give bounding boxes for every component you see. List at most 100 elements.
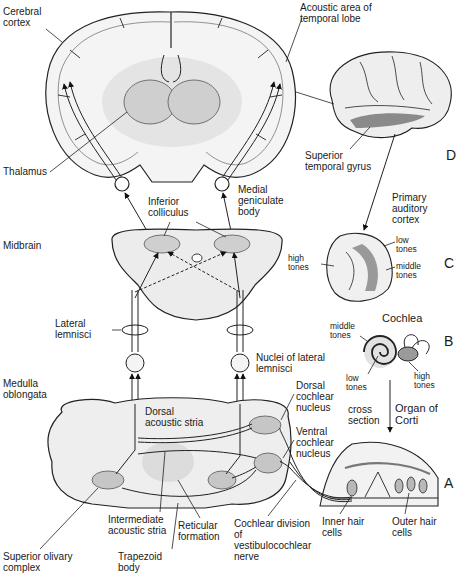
cochlear-nerve [290, 462, 352, 500]
label: Intermediate acoustic stria [108, 514, 172, 536]
leader-line [281, 394, 294, 420]
label: Midbrain [3, 240, 41, 251]
thalamocortical-tract [70, 82, 126, 184]
panel-letter: D [446, 148, 456, 163]
brainstem-fibres [116, 404, 256, 496]
brainstem-fibres [122, 470, 256, 496]
medulla-section [208, 471, 236, 489]
label: middle tones [330, 322, 362, 341]
label: Cochlear division of vestibulocochlear n… [234, 518, 320, 562]
midbrain-section [214, 235, 250, 253]
thalamocortical-tract [64, 84, 120, 186]
organ-of-corti [320, 442, 438, 506]
leader-line [40, 488, 98, 549]
lateral-brain [330, 52, 451, 138]
panel-letter: A [444, 476, 453, 491]
label: low tones [396, 236, 430, 255]
label: Acoustic area of temporal lobe [300, 2, 410, 24]
leader-line [405, 493, 409, 514]
label: low tones [346, 374, 378, 393]
lemniscal-tract [237, 374, 238, 404]
label: cross section [348, 404, 386, 426]
label: Outer hair cells [392, 516, 438, 538]
label: Primary auditory cortex [392, 192, 454, 225]
lateral-lemniscus [231, 354, 249, 372]
leader-line [160, 452, 165, 512]
label: Medial geniculate body [238, 184, 300, 217]
leader-line [340, 498, 350, 514]
organ-of-corti [365, 472, 390, 497]
organ-of-corti [347, 480, 357, 496]
coronal-brain [58, 18, 282, 140]
lateral-brain [330, 52, 451, 138]
leader-line [321, 264, 334, 266]
lateral-lemniscus [122, 325, 148, 335]
leader-line [283, 440, 294, 458]
leader-line [360, 336, 367, 341]
leader-line [296, 92, 334, 104]
midbrain-section [112, 229, 282, 320]
medulla-section [48, 398, 291, 508]
lateral-brain [350, 113, 425, 128]
midbrain-section [192, 254, 202, 262]
label: middle tones [396, 262, 430, 281]
medial-geniculate-body [215, 177, 229, 191]
label: Trapezoid body [118, 551, 174, 573]
leader-line [112, 330, 121, 331]
cochlea [404, 335, 429, 354]
midbrain-section [144, 235, 180, 253]
organ-of-corti [345, 463, 430, 474]
label: high tones [288, 254, 320, 273]
organ-of-corti [320, 442, 438, 506]
leader-line [40, 18, 418, 549]
leader-line [172, 503, 178, 549]
organ-of-corti [419, 479, 427, 493]
leader-line [50, 112, 127, 172]
leader-line [409, 362, 418, 371]
coronal-brain [161, 55, 180, 82]
midbrain-section [112, 229, 282, 320]
brainstem-fibres [226, 404, 240, 474]
cochlea [398, 347, 418, 361]
brainstem-fibres [138, 428, 252, 443]
label: Superior temporal gyrus [305, 150, 375, 172]
label: Cochlea [382, 312, 422, 324]
medulla-section [249, 416, 281, 434]
brainstem-fibres [138, 451, 256, 458]
label: Ventral cochlear nucleus [296, 426, 346, 459]
label: Inferior colliculus [148, 196, 204, 218]
medulla-section [92, 471, 124, 489]
coronal-brain [102, 57, 242, 147]
coronal-brain [46, 12, 295, 182]
label: Lateral lemnisci [55, 318, 113, 340]
auditory-cortex-section [352, 244, 378, 291]
cross-section-arrow [390, 380, 391, 432]
brainstem-fibres [232, 467, 256, 478]
panel-letter: C [444, 256, 454, 271]
label: high tones [414, 372, 448, 391]
cochlea [364, 336, 396, 364]
cochlea [364, 336, 396, 368]
label: Superior olivary complex [3, 551, 85, 573]
thalamocortical-tract [224, 84, 280, 186]
auditory-cortex-section [327, 233, 392, 301]
medulla-section [48, 398, 291, 508]
coronal-brain [170, 12, 171, 48]
lemniscal-tract [237, 290, 243, 352]
label: Dorsal acoustic stria [145, 406, 207, 428]
lateral-lemniscus [122, 325, 253, 372]
medulla-section [142, 442, 194, 482]
coronal-brain [46, 12, 295, 182]
label: Dorsal cochlear nucleus [296, 380, 342, 413]
label: Organ of Corti [395, 402, 455, 426]
leader-line [178, 480, 200, 518]
lemniscal-tract [132, 290, 138, 352]
panel-letter: B [444, 334, 453, 349]
lemniscal-tract [168, 252, 240, 292]
leader-line [196, 222, 226, 237]
leader-line [350, 127, 370, 149]
organ-of-corti [407, 477, 415, 491]
